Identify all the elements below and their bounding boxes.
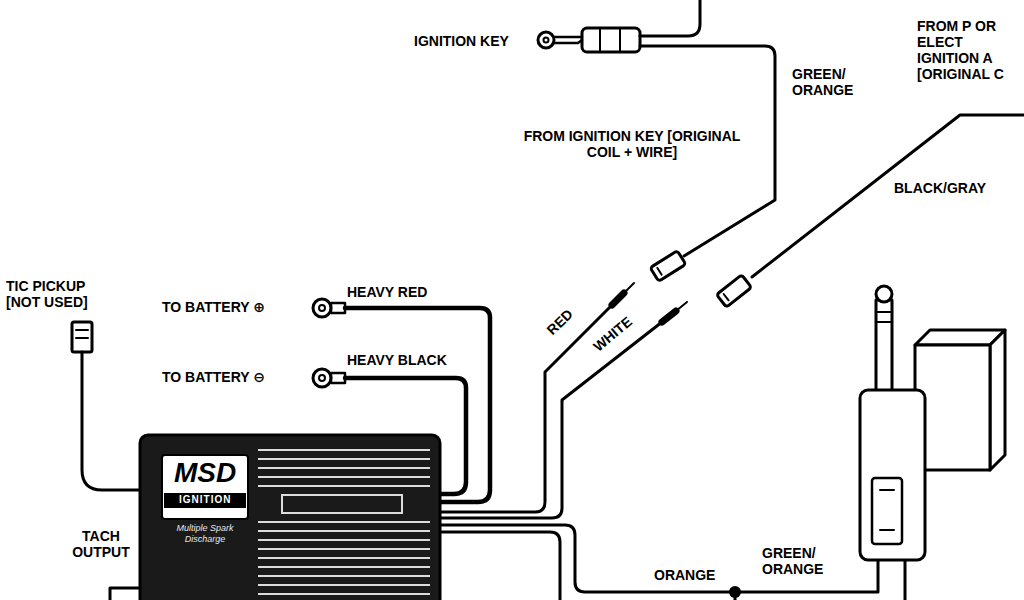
wire-color-label: HEAVY RED — [345, 284, 429, 300]
black-gray-wire — [752, 115, 1024, 277]
logo-strip — [164, 493, 246, 508]
wire-color-label: RED — [542, 305, 577, 340]
pickup-wire — [82, 352, 140, 490]
ring-hole — [319, 375, 325, 381]
wire-color-label: HEAVY BLACK — [345, 352, 449, 368]
coil-lead — [904, 560, 907, 600]
ring-hole — [319, 305, 325, 311]
coil-body — [860, 390, 925, 560]
component-label: TIC PICKUP [NOT USED] — [4, 278, 104, 310]
wire-color-label: GREEN/ ORANGE — [790, 66, 866, 98]
product-name: Multiple Spark Discharge — [160, 523, 250, 545]
male-terminal — [612, 293, 624, 305]
coil-cap — [876, 286, 892, 302]
terminal-label: TO BATTERY ⊕ — [160, 299, 267, 315]
wire-color-label: BLACK/GRAY — [892, 180, 988, 196]
coil-slot — [872, 478, 902, 544]
orange-wire — [440, 525, 878, 592]
output-label: TACH OUTPUT — [68, 528, 134, 560]
pickup-connector — [72, 322, 92, 352]
connector-ribs — [76, 330, 88, 338]
wire-color-label: ORANGE — [652, 567, 717, 583]
coil-tower — [876, 300, 892, 392]
ignition-box: MSD IGNITION Multiple Spark Discharge — [140, 435, 440, 600]
male-terminal — [662, 311, 676, 322]
key-hole — [544, 38, 549, 43]
logo-plate — [162, 455, 248, 519]
ring-terminal — [313, 369, 331, 387]
green-orange-wire — [440, 532, 560, 600]
male-pin — [676, 302, 687, 311]
tower-ribs — [877, 312, 891, 322]
key-blade — [554, 37, 582, 43]
ring-terminal — [313, 299, 331, 317]
brand-logo: MSD — [172, 457, 238, 489]
white-wire — [440, 322, 662, 518]
key-bow — [538, 32, 554, 48]
source-note: FROM P OR ELECT IGNITION A [ORIGINAL C — [915, 18, 1019, 82]
tach-wire — [110, 588, 140, 600]
brand-subtitle: IGNITION — [177, 494, 233, 506]
msd-box-body — [140, 435, 440, 600]
female-connector — [716, 275, 751, 307]
junction-dot — [729, 586, 741, 598]
wire-color-label: GREEN/ ORANGE — [760, 545, 836, 577]
source-note: FROM IGNITION KEY [ORIGINAL COIL + WIRE] — [520, 128, 744, 160]
terminal-label: TO BATTERY ⊖ — [160, 369, 267, 385]
male-pin — [624, 283, 634, 293]
ignition-switch — [582, 28, 640, 52]
coil-terminals — [880, 490, 894, 530]
component-label: IGNITION KEY — [412, 33, 511, 49]
info-plate — [282, 495, 402, 513]
cooling-fins — [258, 450, 430, 594]
female-connector — [650, 251, 686, 282]
key-feed-wire — [640, 0, 700, 36]
switch-ribs — [600, 28, 620, 52]
bracket-side — [990, 330, 1005, 470]
